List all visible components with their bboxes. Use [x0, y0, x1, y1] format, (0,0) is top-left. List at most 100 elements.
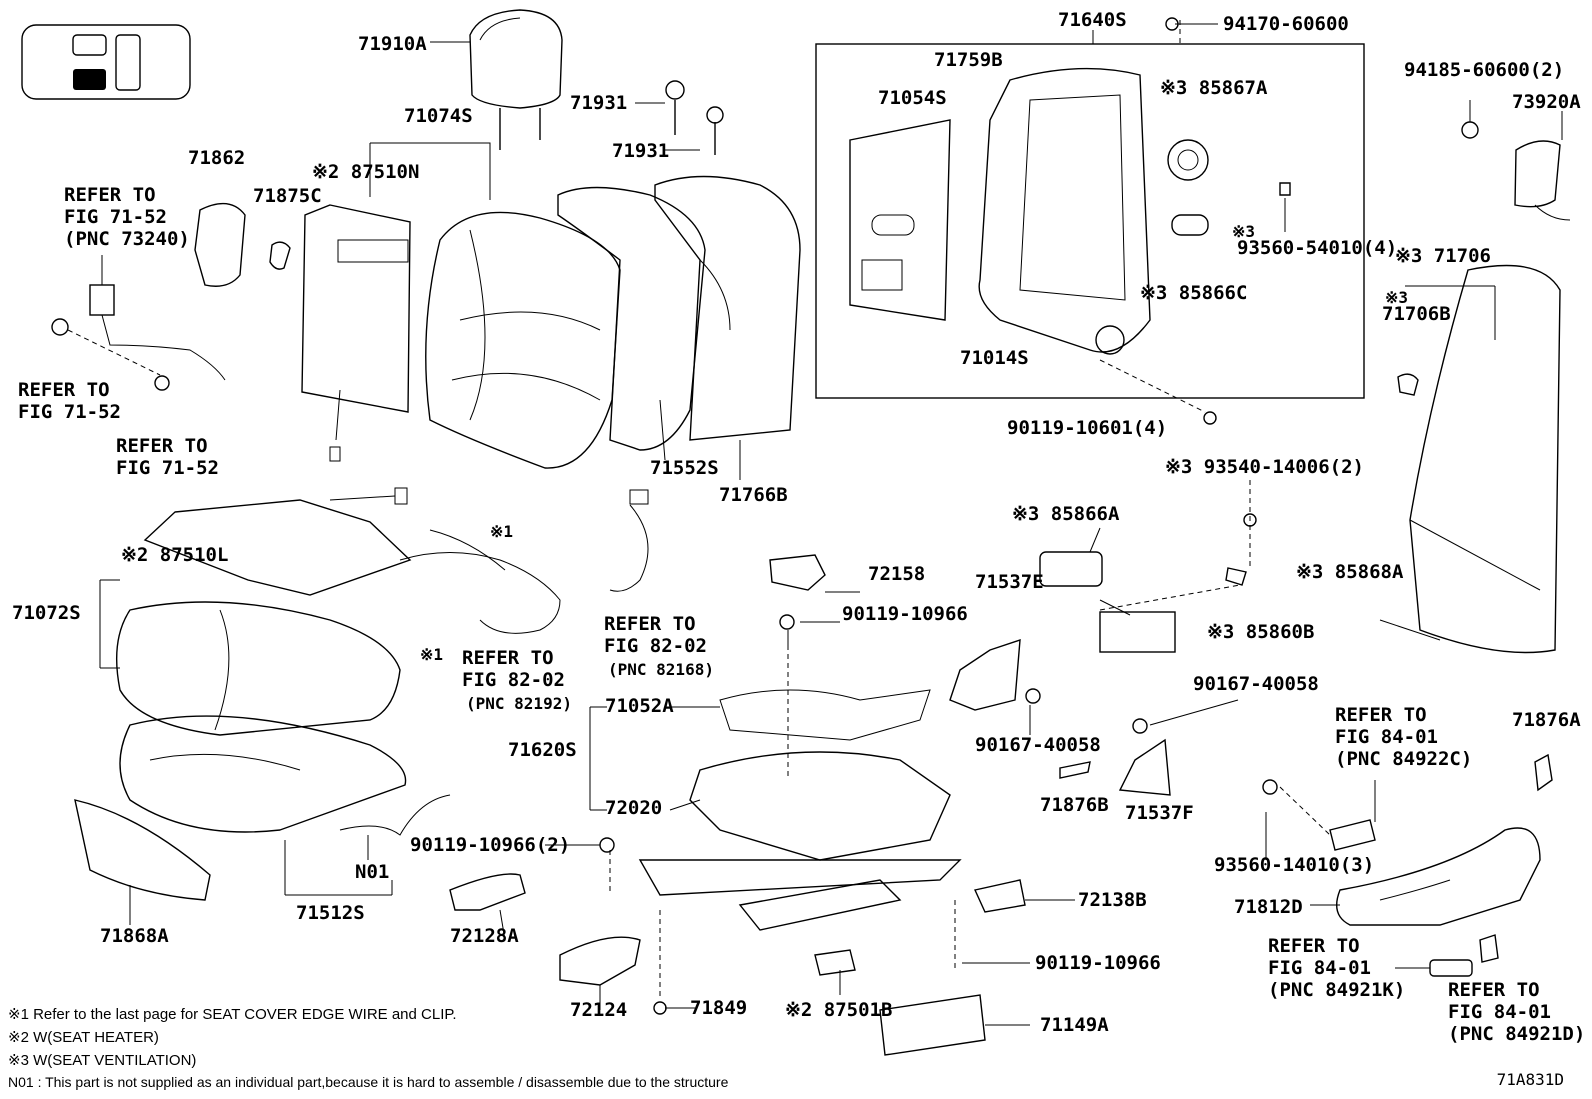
refer-pnc: (PNC 82168) — [608, 660, 714, 679]
label-71931-upper: 71931 — [570, 92, 628, 114]
label-71759B: 71759B — [934, 49, 1003, 71]
part-71875C — [269, 241, 291, 270]
refer-fig: FIG 82-02 — [462, 669, 565, 691]
part-71537E — [949, 639, 1021, 711]
label-71552S: 71552S — [650, 457, 719, 479]
label-71910A: 71910A — [358, 33, 427, 55]
label-71849: 71849 — [690, 997, 748, 1019]
refer-pnc: (PNC 82192) — [466, 694, 572, 713]
part-71876A — [1534, 753, 1553, 792]
label-71072S: 71072S — [12, 602, 81, 624]
label-71537E: 71537E — [975, 571, 1044, 593]
label-94185-60600: 94185-60600(2) — [1404, 59, 1565, 81]
mark-3: ※3 — [1232, 222, 1256, 241]
label-71512S: 71512S — [296, 902, 365, 924]
refer-fig: FIG 84-01 — [1448, 1001, 1551, 1023]
label-71640S: 71640S — [1058, 9, 1127, 31]
cushion-pad-part — [119, 715, 407, 833]
label-71149A: 71149A — [1040, 1014, 1109, 1036]
refer-label: REFER TO — [462, 647, 554, 669]
label-93560-14010: 93560-14010(3) — [1214, 854, 1375, 876]
label-71875C: 71875C — [253, 185, 322, 207]
refer-fig: FIG 71-52 — [116, 457, 219, 479]
part-71862 — [194, 202, 246, 287]
refer-label: REFER TO — [1335, 704, 1427, 726]
part-85866A — [1039, 551, 1103, 587]
label-87510L: ※2 87510L — [121, 544, 229, 566]
refer-label: REFER TO — [1268, 935, 1360, 957]
part-72138B — [974, 879, 1026, 913]
label-71014S: 71014S — [960, 347, 1029, 369]
refer-label: REFER TO — [64, 184, 156, 206]
part-85860B — [1099, 611, 1176, 653]
refer-fig: FIG 71-52 — [18, 401, 121, 423]
part-87501B — [814, 949, 856, 976]
cushion-cover-part — [116, 601, 401, 736]
refer-pnc: (PNC 73240) — [64, 228, 190, 250]
refer-label: REFER TO — [1448, 979, 1540, 1001]
refer-fig: FIG 71-52 — [64, 206, 167, 228]
part-71868A — [74, 799, 211, 901]
label-71862: 71862 — [188, 147, 246, 169]
seatback-side-parts — [557, 175, 801, 451]
refer-label: REFER TO — [18, 379, 110, 401]
cushion-frame-part — [638, 689, 962, 931]
label-90167-40058-right: 90167-40058 — [1193, 673, 1319, 695]
label-N01: N01 — [355, 861, 390, 883]
cushion-heater-mat — [143, 487, 412, 596]
label-85866C: ※3 85866C — [1140, 282, 1248, 304]
label-87510N: ※2 87510N — [312, 161, 420, 183]
back-board-part — [1379, 264, 1561, 654]
mark-1: ※1 — [420, 645, 444, 664]
wire-N01 — [339, 794, 451, 836]
label-72020: 72020 — [605, 797, 663, 819]
label-71706B: 71706B — [1382, 303, 1451, 325]
refer-fig: FIG 84-01 — [1335, 726, 1438, 748]
part-71537F — [1118, 738, 1171, 796]
mark-1: ※1 — [490, 522, 514, 541]
label-72138B: 72138B — [1078, 889, 1147, 911]
footnote-1: ※1 Refer to the last page for SEAT COVER… — [8, 1006, 457, 1023]
label-71620S: 71620S — [508, 739, 577, 761]
part-72128A — [449, 873, 526, 911]
knob-84921D — [1479, 934, 1499, 963]
footnote-2: ※2 W(SEAT HEATER) — [8, 1029, 159, 1046]
mark-3: ※3 — [1385, 288, 1409, 307]
label-90119-10966-top: 90119-10966 — [842, 603, 968, 625]
part-72124 — [559, 936, 641, 986]
refer-pnc: (PNC 84921D) — [1448, 1023, 1586, 1045]
part-72158 — [769, 554, 826, 591]
label-71876B: 71876B — [1040, 794, 1109, 816]
label-93540-14006: ※3 93540-14006(2) — [1165, 456, 1364, 478]
label-90119-10601: 90119-10601(4) — [1007, 417, 1168, 439]
label-85866A: ※3 85866A — [1012, 503, 1120, 525]
side-shield-part — [1336, 827, 1541, 926]
frame-group-box — [815, 43, 1365, 399]
label-90119-10966-bottom: 90119-10966 — [1035, 952, 1161, 974]
label-71054S: 71054S — [878, 87, 947, 109]
headrest-part — [469, 9, 563, 150]
part-73920A — [1461, 121, 1571, 221]
label-94170-60600: 94170-60600 — [1223, 13, 1349, 35]
label-72128A: 72128A — [450, 925, 519, 947]
label-90167-40058-left: 90167-40058 — [975, 734, 1101, 756]
label-87501B: ※2 87501B — [785, 999, 893, 1021]
label-72158: 72158 — [868, 563, 926, 585]
refer-label: REFER TO — [604, 613, 696, 635]
refer-pnc: (PNC 84921K) — [1268, 979, 1406, 1001]
refer-fig: FIG 84-01 — [1268, 957, 1371, 979]
label-85868A: ※3 85868A — [1296, 561, 1404, 583]
label-71876A: 71876A — [1512, 709, 1581, 731]
label-71052A: 71052A — [605, 695, 674, 717]
seatback-frame-group — [849, 67, 1209, 355]
seat-wire-harness — [399, 489, 649, 634]
label-71074S: 71074S — [404, 105, 473, 127]
back-heater-mat — [301, 204, 411, 462]
label-71766B: 71766B — [719, 484, 788, 506]
label-90119-10966-2: 90119-10966(2) — [410, 834, 571, 856]
refer-pnc: (PNC 84922C) — [1335, 748, 1473, 770]
label-72124: 72124 — [570, 999, 628, 1021]
refer-fig: FIG 82-02 — [604, 635, 707, 657]
